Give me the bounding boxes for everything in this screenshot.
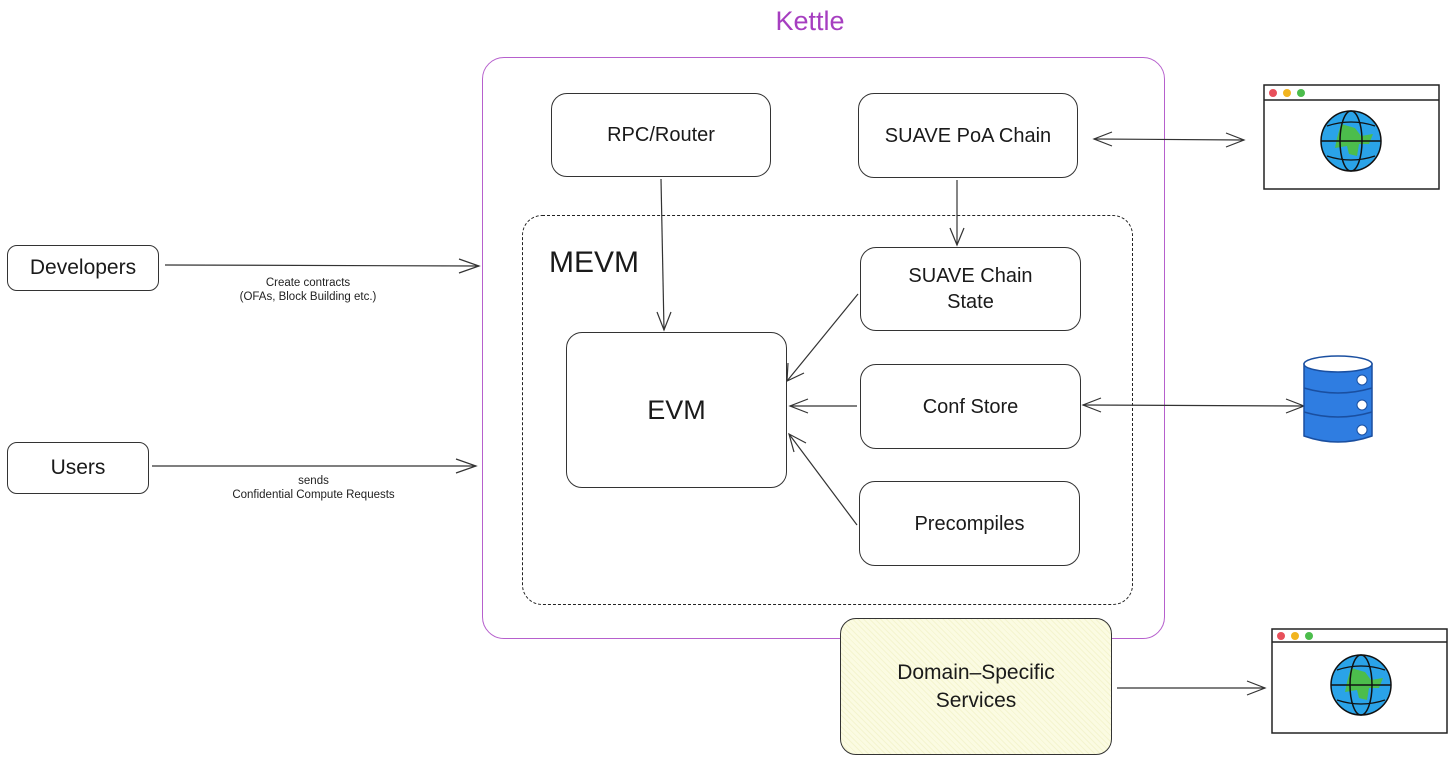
globe-icon: [1330, 654, 1392, 716]
browser-globe-icon: [1263, 84, 1440, 190]
suave-chain-state-node[interactable]: SUAVE Chain State: [860, 247, 1081, 331]
arrow-state-to-evm: [786, 293, 859, 382]
arrow-rpc-to-evm: [656, 178, 672, 332]
domain-specific-services-node[interactable]: Domain–Specific Services: [840, 618, 1112, 755]
arrow-poa-to-state: [949, 180, 965, 247]
browser-globe-icon: [1271, 628, 1448, 734]
globe-icon: [1320, 110, 1382, 172]
developers-node[interactable]: Developers: [7, 245, 159, 291]
arrow-poa-browser-bidirectional: [1092, 131, 1246, 148]
arrow-users-to-kettle: [152, 458, 478, 474]
database-icon: [1303, 355, 1373, 443]
users-edge-label: sends Confidential Compute Requests: [232, 475, 395, 501]
precompiles-node[interactable]: Precompiles: [859, 481, 1080, 566]
rpc-router-node[interactable]: RPC/Router: [551, 93, 771, 177]
arrow-confstore-to-evm: [788, 398, 857, 414]
conf-store-node[interactable]: Conf Store: [860, 364, 1081, 449]
users-node[interactable]: Users: [7, 442, 149, 494]
arrow-precompiles-to-evm: [788, 432, 858, 526]
kettle-title: Kettle: [775, 6, 845, 36]
arrow-domain-to-browser: [1117, 680, 1267, 696]
arrow-confstore-db-bidirectional: [1081, 397, 1306, 414]
evm-node[interactable]: EVM: [566, 332, 787, 488]
kettle-container: [482, 57, 1165, 639]
developers-edge-label: Create contracts (OFAs, Block Building e…: [239, 277, 377, 303]
arrow-developers-to-kettle: [164, 258, 481, 274]
mevm-label: MEVM: [549, 246, 639, 279]
suave-poa-chain-node[interactable]: SUAVE PoA Chain: [858, 93, 1078, 178]
mevm-container: [522, 215, 1133, 605]
